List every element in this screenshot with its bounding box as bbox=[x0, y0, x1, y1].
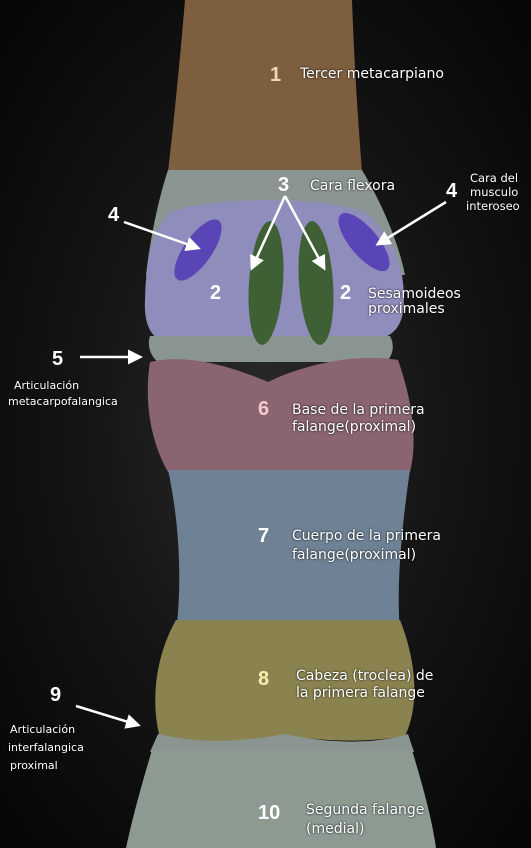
interosseous-face-right bbox=[338, 212, 390, 272]
label-phalanx-base-line-1: Base de la primera bbox=[292, 402, 425, 418]
arrow-interphalangeal-joint bbox=[75, 704, 141, 729]
label-metacarpophalangeal-line-2: metacarpofalangica bbox=[8, 395, 118, 408]
label-number-1: 1 bbox=[270, 64, 282, 86]
label-number-5: 5 bbox=[52, 348, 64, 370]
label-number-10: 10 bbox=[258, 802, 281, 824]
label-number-2-left: 2 bbox=[210, 282, 222, 304]
label-interphalangeal-line-1: Articulación bbox=[10, 723, 76, 736]
label-phalanx-head-line-2: la primera falange bbox=[296, 685, 425, 701]
label-interosseous-line-1: Cara del bbox=[470, 171, 519, 185]
label-number-6: 6 bbox=[258, 398, 270, 420]
flexor-face-right bbox=[298, 221, 334, 345]
arrow-flexor-left bbox=[250, 195, 287, 271]
first-phalanx-head bbox=[155, 620, 415, 742]
label-second-phalanx-line-2: (medial) bbox=[306, 821, 365, 837]
flexor-face-left bbox=[248, 221, 284, 345]
label-sesamoids-line-2: proximales bbox=[368, 301, 445, 317]
label-phalanx-head-line-1: Cabeza (troclea) de bbox=[296, 668, 434, 684]
label-number-4-left: 4 bbox=[108, 204, 120, 226]
metacarpophalangeal-joint-band bbox=[148, 336, 393, 362]
label-interphalangeal-line-3: proximal bbox=[10, 759, 58, 772]
label-third-metacarpal: Tercer metacarpiano bbox=[300, 66, 444, 82]
label-number-9: 9 bbox=[50, 684, 62, 706]
label-sesamoids-line-1: Sesamoideos bbox=[368, 286, 461, 302]
interphalangeal-joint-band bbox=[150, 734, 414, 752]
label-number-2-right: 2 bbox=[340, 282, 352, 304]
label-interosseous-line-3: interoseo bbox=[466, 199, 520, 213]
label-number-8: 8 bbox=[258, 668, 270, 690]
label-number-4-right: 4 bbox=[446, 180, 458, 202]
label-phalanx-base-line-2: falange(proximal) bbox=[292, 419, 417, 435]
arrow-interosseous-right bbox=[375, 200, 447, 246]
label-interphalangeal-line-2: interfalangica bbox=[8, 741, 84, 754]
label-number-7: 7 bbox=[258, 525, 270, 547]
arrow-flexor-right bbox=[283, 195, 326, 271]
third-metacarpal-shaft bbox=[168, 0, 362, 172]
first-phalanx-base bbox=[147, 357, 414, 472]
label-second-phalanx-line-1: Segunda falange bbox=[306, 802, 425, 818]
second-phalanx bbox=[126, 750, 436, 848]
label-interosseous-line-2: musculo bbox=[470, 185, 519, 199]
label-phalanx-body-line-2: falange(proximal) bbox=[292, 547, 417, 563]
label-flexor-face: Cara flexora bbox=[310, 178, 396, 194]
label-metacarpophalangeal-line-1: Articulación bbox=[14, 379, 80, 392]
label-number-3: 3 bbox=[278, 174, 290, 196]
arrow-interosseous-left bbox=[123, 220, 201, 252]
first-phalanx-body bbox=[168, 470, 410, 632]
label-phalanx-body-line-1: Cuerpo de la primera bbox=[292, 528, 441, 544]
